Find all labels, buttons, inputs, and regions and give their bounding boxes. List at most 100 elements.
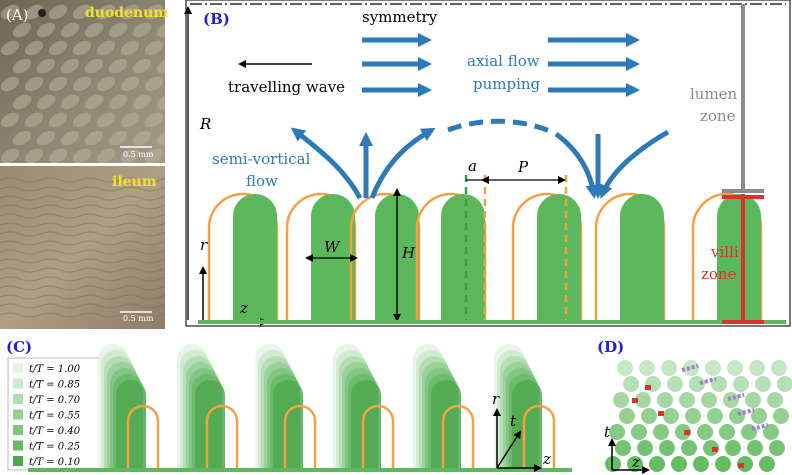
villus-outline-c [205,404,239,470]
lattice-villus [605,456,621,472]
axial-flow-label: axial flow [467,52,540,70]
lattice-villus [701,392,717,408]
villus-ghost [273,380,303,470]
legend-swatch [13,409,23,420]
ileum-caption: ileum [112,174,157,190]
villus [620,194,664,320]
lattice-villus [697,424,713,440]
ileum-photo [0,166,165,329]
symmetry-label: symmetry [362,8,438,26]
lattice-villus [661,360,677,376]
lattice-link-purple [727,393,745,401]
lattice-villus [749,360,765,376]
villus-outline-c [361,404,395,470]
vortex-arrow-right [369,127,436,199]
lattice-villus [705,360,721,376]
axial-flow-arrows [362,33,640,97]
duodenum-caption: duodenum [85,5,168,21]
legend-box [7,357,109,471]
lumen-label: lumen [690,85,738,103]
lattice-villus [613,392,629,408]
lattice-villus [675,424,691,440]
lattice-villus [693,456,709,472]
W-label: W [324,238,341,256]
lattice-villus [715,456,731,472]
time-legend: t/T = 1.00 t/T = 0.85 t/T = 0.70 t/T = 0.55… [7,357,109,471]
lattice-villus [615,440,631,456]
lattice-link-red [658,411,664,416]
a-label: a [468,157,477,175]
villus-ghost [351,380,381,470]
lattice-villus [641,408,657,424]
legend-swatch [13,394,23,404]
dashed-arc [447,118,554,135]
lattice-link-red [645,385,651,390]
lattice-link-red [684,430,690,435]
lattice-villus [681,440,697,456]
legend-entry: t/T = 0.70 [29,395,81,406]
villus [441,194,485,320]
lattice-villus [755,376,771,392]
lattice-villus [627,456,643,472]
legend-entry: t/T = 0.10 [29,457,81,468]
panel-c-label: (C) [6,338,32,356]
villus-outline-c [283,404,317,470]
villus [311,194,355,320]
lattice-villus [685,408,701,424]
c-r-label: r [492,390,500,408]
lattice-villus [751,408,767,424]
d-z-label: z [631,453,640,471]
lumen-zone-label: zone [700,107,736,125]
villi-lattice [605,360,792,472]
legend-swatch [13,363,23,373]
flow-label: flow [246,172,278,190]
lattice-link-purple [737,408,755,416]
c-t-axis [496,430,522,469]
lattice-link-purple [681,364,699,372]
lattice-villus [745,392,761,408]
lattice-link-red [712,447,718,452]
lattice-villus [659,440,675,456]
c-z-label: z [542,450,551,468]
panel-b-frame [185,0,791,327]
lattice-villus [777,376,792,392]
panel-d-label: (D) [597,338,624,356]
pumping-label: pumping [473,75,541,93]
R-label: R [199,115,211,133]
villus-ghost [431,380,461,470]
lattice-villus [711,376,727,392]
villus [233,194,277,320]
lattice-villus [609,424,625,440]
legend-entry: t/T = 0.25 [29,442,80,453]
lattice-villus [631,424,647,440]
lattice-villus [767,392,783,408]
legend-swatch [13,425,23,435]
lattice-villus [771,360,787,376]
lattice-villus [719,424,735,440]
legend-swatch [13,440,23,451]
r-label: r [200,236,208,254]
lattice-villus [773,408,789,424]
villus [717,194,761,320]
lattice-link-red [738,463,744,468]
legend-entry: t/T = 1.00 [29,364,81,375]
lattice-villus [623,376,639,392]
villus-ghost [116,380,146,470]
legend-entry: t/T = 0.40 [29,426,81,437]
lattice-villus [649,456,665,472]
villi-zone-label: zone [701,265,737,283]
legend-entry: t/T = 0.85 [29,380,80,391]
lattice-villus [747,440,763,456]
lattice-link-purple [751,423,769,431]
semi-vortical-label: semi-vortical [212,150,311,168]
lattice-link-purple [699,377,717,385]
lattice-villus [727,360,743,376]
legend-entry: t/T = 0.55 [29,411,80,422]
H-label: H [401,244,416,262]
down-arc-left [554,131,600,199]
d-t-label: t [604,423,611,441]
lattice-villus [759,456,775,472]
lattice-villus [725,440,741,456]
duodenum-photo [0,0,165,163]
